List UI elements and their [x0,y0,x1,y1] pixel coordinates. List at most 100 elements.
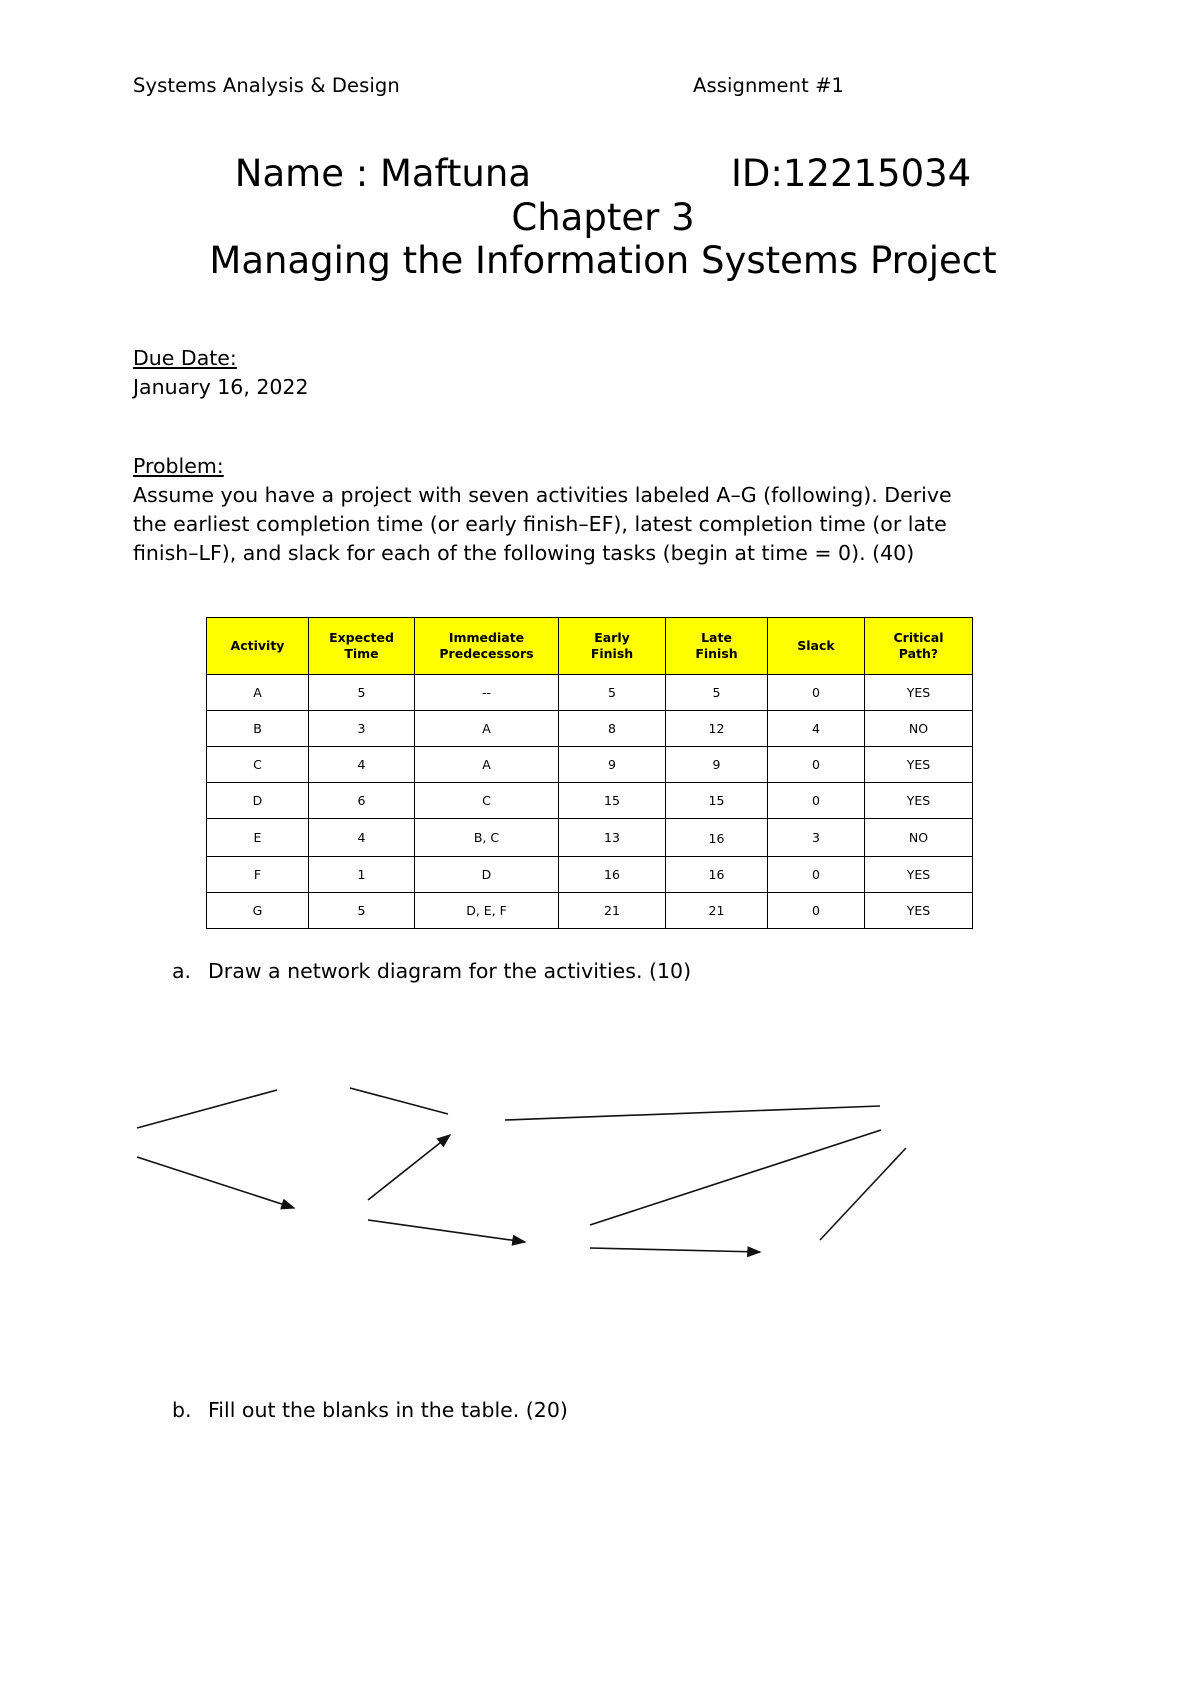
cell-expected-time: 3 [308,710,415,747]
cell-late-finish: 9 [665,746,768,783]
col-header-activity: Activity [206,617,309,675]
cell-critical-path: YES [864,782,973,819]
item-a-text: Draw a network diagram for the activitie… [208,959,692,983]
document-header: Systems Analysis & Design Assignment #1 [133,74,1073,97]
cell-late-finish: 12 [665,710,768,747]
col-header-immediate-predecessors: Immediate Predecessors [414,617,559,675]
cell-predecessors: B, C [414,818,559,857]
cell-slack: 0 [767,892,865,929]
question-item-a: a. Draw a network diagram for the activi… [172,959,691,983]
edge-c-to-d [367,1219,527,1246]
cell-slack: 0 [767,746,865,783]
cell-slack: 0 [767,782,865,819]
network-diagram: A 5 B 3 C 4 D 6 E 4 F 1 G 5 [0,1020,1030,1310]
col-header-early-finish: Early Finish [558,617,666,675]
problem-section: Problem: Assume you have a project with … [133,452,963,568]
cell-predecessors: A [414,710,559,747]
cell-critical-path: YES [864,856,973,893]
table-row: G 5 D, E, F 21 21 0 YES [206,892,973,929]
problem-line-3: finish–LF), and slack for each of the fo… [133,541,915,566]
due-date-section: Due Date: January 16, 2022 [133,344,963,402]
cell-activity: B [206,710,309,747]
problem-heading: Problem: [133,454,224,478]
edge-f-to-g [819,1147,907,1241]
col-header-late-finish: Late Finish [665,617,768,675]
table-row: C 4 A 9 9 0 YES [206,746,973,783]
cell-late-finish: 16 [665,856,768,893]
cell-predecessors: D [414,856,559,893]
col-header-slack: Slack [767,617,865,675]
item-b-marker: b. [172,1398,192,1422]
cell-expected-time: 6 [308,782,415,819]
cell-early-finish: 5 [558,674,666,711]
cell-predecessors: D, E, F [414,892,559,929]
cell-slack: 0 [767,856,865,893]
cell-early-finish: 13 [558,818,666,857]
cell-critical-path: YES [864,746,973,783]
edge-d-to-f [589,1246,762,1258]
table-row: D 6 C 15 15 0 YES [206,782,973,819]
assignment-label: Assignment #1 [693,74,845,97]
table-row: A 5 -- 5 5 0 YES [206,674,973,711]
cell-expected-time: 4 [308,746,415,783]
cell-critical-path: NO [864,710,973,747]
cell-expected-time: 4 [308,818,415,857]
student-name: Name : Maftuna [234,152,531,195]
cell-predecessors: A [414,746,559,783]
cell-late-finish: 16 [665,818,768,857]
cpm-table-container: Activity Expected Time Immediate Predece… [206,617,973,929]
cell-expected-time: 5 [308,674,415,711]
problem-line-2: the earliest completion time (or early f… [133,512,947,537]
cell-slack: 4 [767,710,865,747]
table-row: F 1 D 16 16 0 YES [206,856,973,893]
problem-line-1: Assume you have a project with seven act… [133,483,952,508]
cell-predecessors: C [414,782,559,819]
cell-activity: E [206,818,309,857]
cell-predecessors: -- [414,674,559,711]
student-id: ID:12215034 [731,152,972,195]
chapter-subject: Managing the Information Systems Project [209,239,997,283]
cell-critical-path: YES [864,892,973,929]
edge-e-to-g [504,1105,881,1121]
edge-a-to-c [136,1156,296,1210]
cell-activity: G [206,892,309,929]
cell-critical-path: NO [864,818,973,857]
edge-a-to-b [136,1089,278,1129]
cell-slack: 0 [767,674,865,711]
cell-slack: 3 [767,818,865,857]
cell-activity: A [206,674,309,711]
cell-expected-time: 1 [308,856,415,893]
edge-d-to-g [589,1129,882,1226]
due-date-heading: Due Date: [133,346,237,370]
question-item-b: b. Fill out the blanks in the table. (20… [172,1398,568,1422]
cell-late-finish: 15 [665,782,768,819]
cell-expected-time: 5 [308,892,415,929]
col-header-critical-path: Critical Path? [864,617,973,675]
col-header-expected-time: Expected Time [308,617,415,675]
cell-early-finish: 15 [558,782,666,819]
cell-critical-path: YES [864,674,973,711]
cell-early-finish: 8 [558,710,666,747]
cell-late-finish: 5 [665,674,768,711]
course-title: Systems Analysis & Design [133,74,400,97]
diagram-edges [136,1087,907,1258]
table-header-row: Activity Expected Time Immediate Predece… [206,617,973,675]
due-date-value: January 16, 2022 [133,375,309,400]
cell-late-finish: 21 [665,892,768,929]
table-row: B 3 A 8 12 4 NO [206,710,973,747]
table-row: E 4 B, C 13 16 3 NO [206,818,973,857]
cell-early-finish: 16 [558,856,666,893]
edge-b-to-e [349,1087,449,1115]
cell-early-finish: 21 [558,892,666,929]
cell-activity: C [206,746,309,783]
cell-activity: F [206,856,309,893]
edge-c-to-e [367,1134,452,1201]
item-a-marker: a. [172,959,192,983]
item-b-text: Fill out the blanks in the table. (20) [208,1398,568,1422]
title-block: Name : Maftuna ID:12215034 Chapter 3 Man… [133,152,1073,283]
cell-activity: D [206,782,309,819]
chapter-title: Chapter 3 [511,195,695,239]
cpm-table: Activity Expected Time Immediate Predece… [206,617,973,929]
title-spacer [531,152,731,196]
